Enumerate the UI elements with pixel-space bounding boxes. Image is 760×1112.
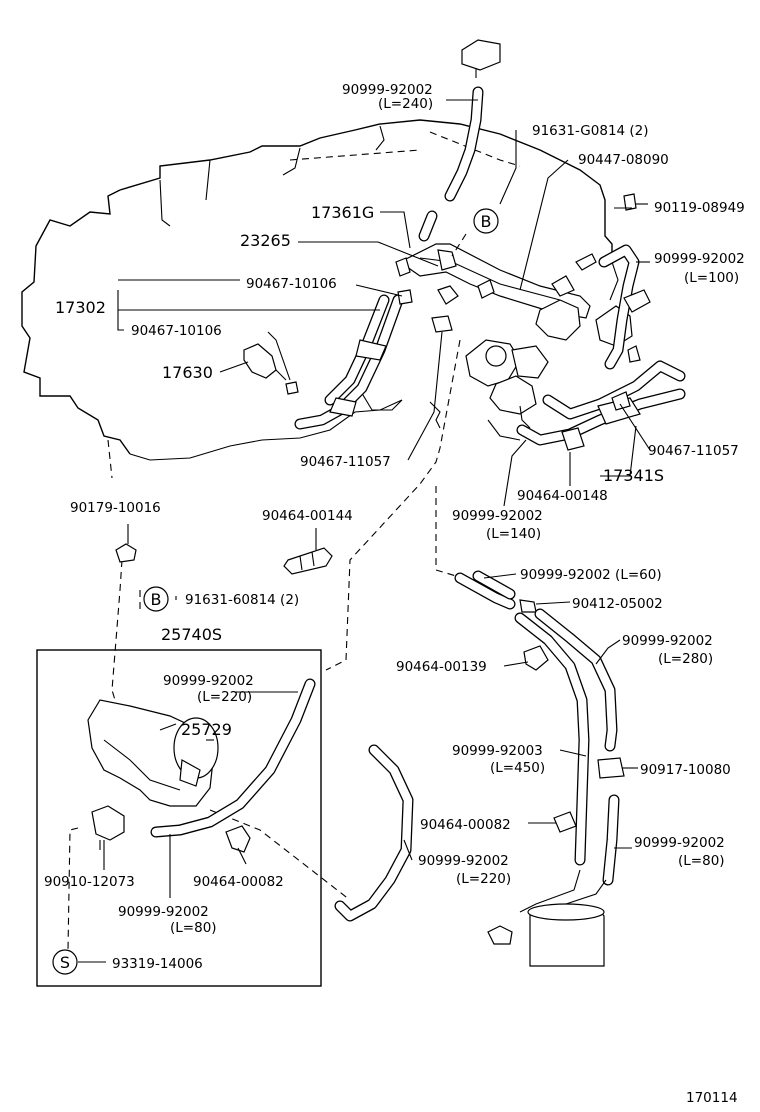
label-91631-g0814: 91631-G0814 (2) bbox=[532, 123, 649, 139]
label-hose-l240-length: (L=240) bbox=[378, 96, 433, 112]
label-23265: 23265 bbox=[240, 231, 291, 250]
label-90412-05002: 90412-05002 bbox=[572, 596, 663, 612]
label-90467-11057-right: 90467-11057 bbox=[648, 443, 739, 459]
label-hose-l240-part: 90999-92002 bbox=[342, 82, 433, 98]
label-hose-l80-right-part: 90999-92002 bbox=[634, 835, 725, 851]
label-25740s: 25740S bbox=[161, 625, 222, 644]
leader-lines bbox=[78, 99, 651, 963]
label-90464-00144: 90464-00144 bbox=[262, 508, 353, 524]
label-90464-00082-right: 90464-00082 bbox=[420, 817, 511, 833]
callout-b-top-text: B bbox=[481, 212, 492, 231]
label-hose-l80-box-part: 90999-92002 bbox=[118, 904, 209, 920]
label-90910-12073: 90910-12073 bbox=[44, 874, 135, 890]
label-91631-60814: 91631-60814 (2) bbox=[185, 592, 299, 608]
label-90179-10016: 90179-10016 bbox=[70, 500, 161, 516]
label-hose-l280-part: 90999-92002 bbox=[622, 633, 713, 649]
callout-circle-s: S bbox=[52, 949, 78, 975]
loose-hose-l220 bbox=[334, 744, 414, 922]
callout-circle-b-left: B bbox=[143, 586, 169, 612]
label-hose-l220-box-length: (L=220) bbox=[197, 689, 252, 705]
label-90464-00082-box: 90464-00082 bbox=[193, 874, 284, 890]
label-hose-l80-right-length: (L=80) bbox=[678, 853, 725, 869]
valve-cluster bbox=[465, 339, 549, 429]
label-hose-l220-loose-part: 90999-92002 bbox=[418, 853, 509, 869]
label-hose-l220-box-part: 90999-92002 bbox=[163, 673, 254, 689]
label-17361g: 17361G bbox=[311, 203, 374, 222]
callout-b-left-text: B bbox=[151, 590, 162, 609]
footer-code: 170114 bbox=[686, 1090, 738, 1106]
label-hose-l100-length: (L=100) bbox=[684, 270, 739, 286]
label-25729: 25729 bbox=[181, 720, 232, 739]
label-90467-10106-top: 90467-10106 bbox=[246, 276, 337, 292]
label-hose-l140-part: 90999-92002 bbox=[452, 508, 543, 524]
callout-s-text: S bbox=[60, 953, 70, 972]
label-hose-l280-length: (L=280) bbox=[658, 651, 713, 667]
label-hose-l140-length: (L=140) bbox=[486, 526, 541, 542]
label-90467-11057-left: 90467-11057 bbox=[300, 454, 391, 470]
label-hose-l220-loose-length: (L=220) bbox=[456, 871, 511, 887]
label-hose-l100-part: 90999-92002 bbox=[654, 251, 745, 267]
label-90119-08949: 90119-08949 bbox=[654, 200, 745, 216]
pipe-17341S bbox=[516, 360, 686, 451]
label-17302: 17302 bbox=[55, 298, 106, 317]
label-17341s: 17341S bbox=[603, 466, 664, 485]
pipe-assembly bbox=[395, 193, 651, 370]
label-90464-00139: 90464-00139 bbox=[396, 659, 487, 675]
label-90464-00148: 90464-00148 bbox=[517, 488, 608, 504]
right-side-hoses bbox=[454, 570, 625, 967]
label-hose-l450-part: 90999-92003 bbox=[452, 743, 543, 759]
engine-outline bbox=[21, 119, 613, 479]
top-cap-hose bbox=[418, 39, 501, 242]
label-hose-l60: 90999-92002 (L=60) bbox=[520, 567, 662, 583]
label-17630: 17630 bbox=[162, 363, 213, 382]
label-hose-l450-length: (L=450) bbox=[490, 760, 545, 776]
label-hose-l80-box-length: (L=80) bbox=[170, 920, 217, 936]
part-labels: 90999-92002 (L=240) 91631-G0814 (2) 9044… bbox=[44, 82, 745, 972]
label-90447-08090: 90447-08090 bbox=[578, 152, 669, 168]
callout-circle-b-top: B bbox=[473, 208, 499, 234]
canister-box bbox=[36, 649, 322, 987]
label-90917-10080: 90917-10080 bbox=[640, 762, 731, 778]
small-parts-mid bbox=[115, 543, 333, 575]
label-90467-10106-bottom: 90467-10106 bbox=[131, 323, 222, 339]
label-93319-14006: 93319-14006 bbox=[112, 956, 203, 972]
left-hose-assembly bbox=[243, 289, 453, 430]
